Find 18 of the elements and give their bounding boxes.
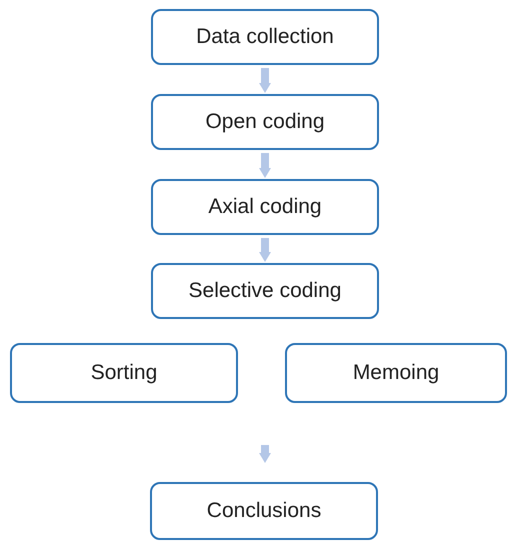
process-box (151, 9, 379, 65)
step-label: Selective coding (188, 279, 342, 303)
step-label: Data collection (196, 25, 334, 49)
arrow (259, 153, 271, 178)
process-box (151, 94, 379, 150)
step-label: Conclusions (206, 499, 322, 523)
arrow (259, 68, 271, 93)
process-box (151, 179, 379, 235)
process-box (151, 263, 379, 319)
step-label: Memoing (352, 361, 440, 385)
step-label: Open coding (205, 110, 325, 134)
arrow (259, 445, 271, 463)
process-box (10, 343, 238, 403)
process-box (285, 343, 507, 403)
step-label: Sorting (90, 361, 158, 385)
process-box (150, 482, 378, 540)
arrow (259, 238, 271, 262)
step-label: Axial coding (208, 195, 322, 219)
